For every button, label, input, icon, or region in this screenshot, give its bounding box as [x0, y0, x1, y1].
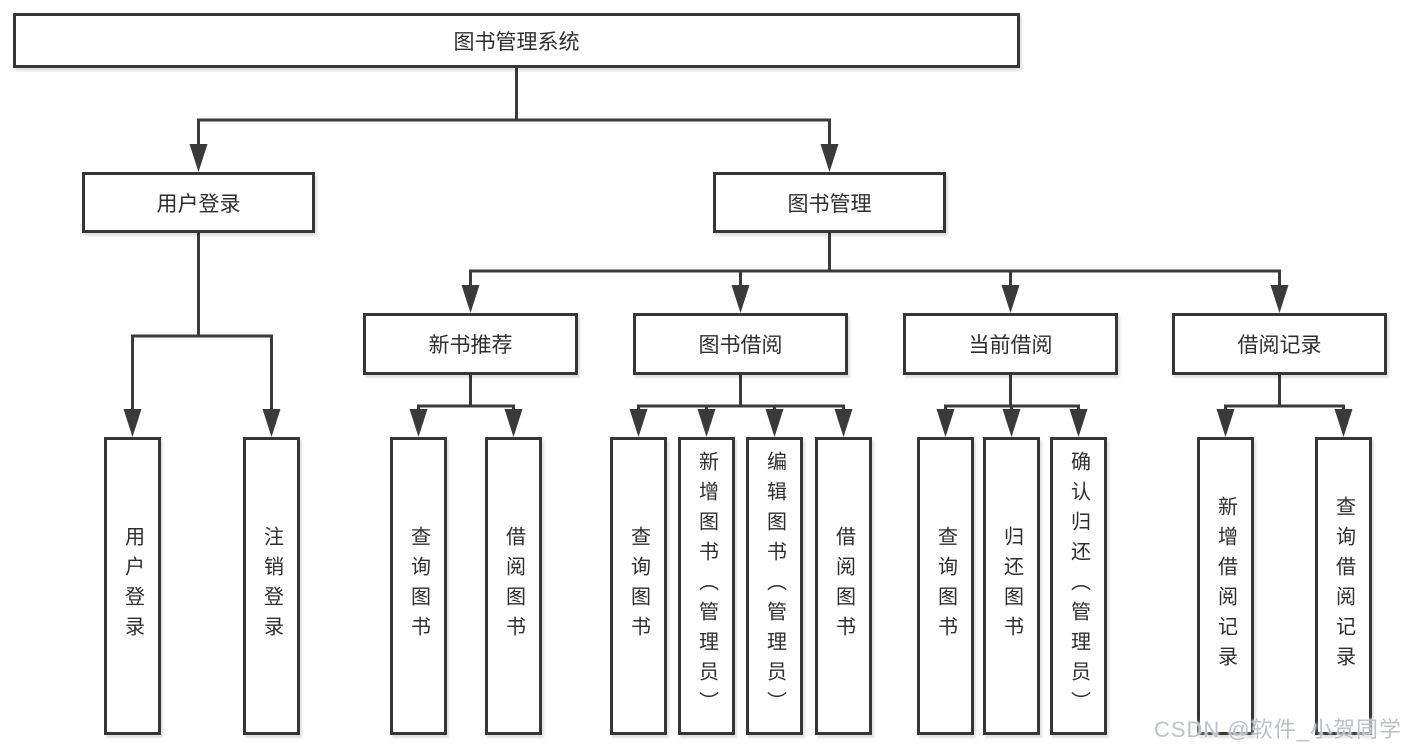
- leaf-borrow-books: 借阅图书: [815, 437, 872, 735]
- node-book-borrow: 图书借阅: [633, 313, 848, 375]
- leaf-label: 查询图书: [627, 526, 650, 646]
- leaf-query-books-borrow: 查询图书: [610, 437, 667, 735]
- csdn-watermark: CSDN @软件_小贺同学: [1153, 717, 1402, 742]
- node-book-management: 图书管理: [713, 172, 946, 233]
- node-label: 借阅记录: [1237, 334, 1322, 357]
- node-label: 图书借阅: [698, 334, 783, 357]
- node-label: 图书管理: [787, 192, 872, 216]
- node-borrow-records: 借阅记录: [1172, 313, 1387, 375]
- node-library-management-system: 图书管理系统: [13, 13, 1020, 68]
- leaf-label: 借阅图书: [502, 526, 525, 646]
- leaf-label: 借阅图书: [832, 526, 855, 646]
- leaf-user-login: 用户登录: [104, 437, 161, 735]
- leaf-query-borrow-record: 查询借阅记录: [1315, 437, 1372, 735]
- leaf-label: 注销登录: [260, 526, 283, 646]
- leaf-label: 归还图书: [1000, 526, 1023, 646]
- leaf-label: 编辑图书（管理员）: [763, 451, 786, 721]
- node-user-login: 用户登录: [82, 172, 315, 233]
- leaf-return-books: 归还图书: [983, 437, 1040, 735]
- node-label: 图书管理系统: [453, 30, 580, 54]
- leaf-label: 查询图书: [934, 526, 957, 646]
- leaf-query-books-recommend: 查询图书: [390, 437, 447, 735]
- leaf-add-borrow-record: 新增借阅记录: [1197, 437, 1254, 735]
- node-label: 当前借阅: [968, 334, 1053, 357]
- leaf-add-books-admin: 新增图书（管理员）: [678, 437, 735, 735]
- leaf-label: 新增图书（管理员）: [695, 451, 718, 721]
- node-label: 用户登录: [156, 192, 241, 216]
- node-label: 新书推荐: [428, 334, 513, 357]
- leaf-confirm-return-admin: 确认归还（管理员）: [1050, 437, 1107, 735]
- leaf-label: 用户登录: [121, 526, 144, 646]
- leaf-label: 查询图书: [407, 526, 430, 646]
- leaf-logout: 注销登录: [243, 437, 300, 735]
- node-current-borrow: 当前借阅: [903, 313, 1118, 375]
- leaf-borrow-books-recommend: 借阅图书: [485, 437, 542, 735]
- leaf-label: 新增借阅记录: [1214, 496, 1237, 676]
- leaf-edit-books-admin: 编辑图书（管理员）: [746, 437, 803, 735]
- node-new-book-recommend: 新书推荐: [363, 313, 578, 375]
- leaf-label: 查询借阅记录: [1332, 496, 1355, 676]
- leaf-label: 确认归还（管理员）: [1067, 451, 1090, 721]
- leaf-query-books-current: 查询图书: [917, 437, 974, 735]
